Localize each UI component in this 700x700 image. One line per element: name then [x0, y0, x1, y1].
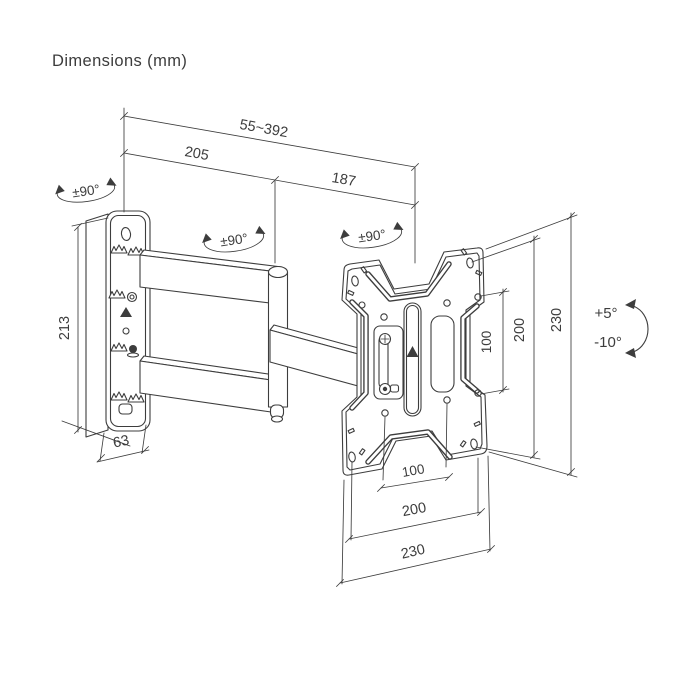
- rotation-label-elbow: ±90°: [219, 231, 249, 250]
- lower-arm: [139, 355, 276, 413]
- left-dimensions: 213 63: [57, 217, 150, 463]
- dim-wall-plate-width: 63: [112, 433, 131, 452]
- dim-vesa-width-200: 200: [401, 500, 428, 520]
- right-dimensions: 230 200 100: [471, 212, 578, 478]
- rotation-indicator-wall-joint: ±90°: [55, 177, 117, 203]
- dim-arm-rear: 187: [330, 170, 357, 190]
- rotation-label-wall: ±90°: [71, 182, 101, 201]
- middle-arm: [269, 324, 374, 390]
- vesa-plate: [341, 247, 488, 476]
- top-dimensions: 55~392 205 187: [120, 107, 419, 264]
- wall-mount-drawing: [85, 210, 488, 476]
- tilt-arrow-icon: [632, 305, 649, 353]
- upper-arm: [139, 249, 283, 305]
- dim-vesa-height-200: 200: [512, 318, 528, 342]
- dimension-annotations: 55~392 205 187 213 63: [55, 107, 649, 587]
- dim-arm-front: 205: [183, 144, 210, 164]
- rotation-indicator-plate-joint: ±90°: [340, 221, 404, 249]
- wall-plate: [85, 210, 151, 438]
- page-title: Dimensions (mm): [52, 52, 188, 70]
- dim-vesa-width-100: 100: [401, 461, 426, 480]
- tilt-up-label: +5°: [594, 305, 617, 322]
- dim-plate-width: 230: [400, 542, 427, 563]
- tilt-indicator: +5° -10°: [594, 299, 649, 358]
- bottom-dimensions: 100 200 230: [336, 403, 495, 587]
- up-arrow-marker: [120, 307, 132, 317]
- dim-vesa-height-100: 100: [479, 331, 494, 354]
- dim-wall-plate-height: 213: [57, 316, 73, 340]
- tilt-down-label: -10°: [594, 334, 622, 351]
- rotation-label-plate: ±90°: [357, 227, 387, 246]
- dim-plate-height: 230: [549, 308, 565, 332]
- rotation-indicator-elbow-joint: ±90°: [202, 225, 266, 253]
- vesa-holes: [347, 248, 483, 463]
- tilt-bracket: [373, 325, 404, 400]
- up-arrow-marker: [406, 346, 419, 357]
